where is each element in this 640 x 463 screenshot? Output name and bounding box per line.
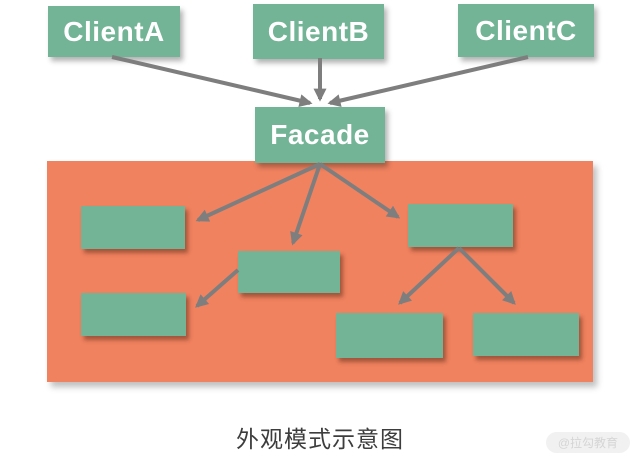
- node-client-a: ClientA: [48, 6, 180, 57]
- subsystem-box: [81, 293, 186, 336]
- subsystem-box: [238, 251, 340, 293]
- node-client-b: ClientB: [253, 4, 384, 59]
- watermark-badge: @拉勾教育: [545, 432, 630, 453]
- subsystem-box: [336, 313, 443, 358]
- arrow-clientc-to-facade: [327, 55, 529, 107]
- diagram-caption: 外观模式示意图: [236, 426, 404, 452]
- node-client-c: ClientC: [458, 4, 594, 57]
- subsystem-box: [473, 313, 579, 356]
- arrow-clienta-to-facade: [111, 55, 313, 107]
- subsystem-box: [81, 206, 185, 249]
- subsystem-box: [408, 204, 513, 247]
- node-facade: Facade: [255, 107, 385, 163]
